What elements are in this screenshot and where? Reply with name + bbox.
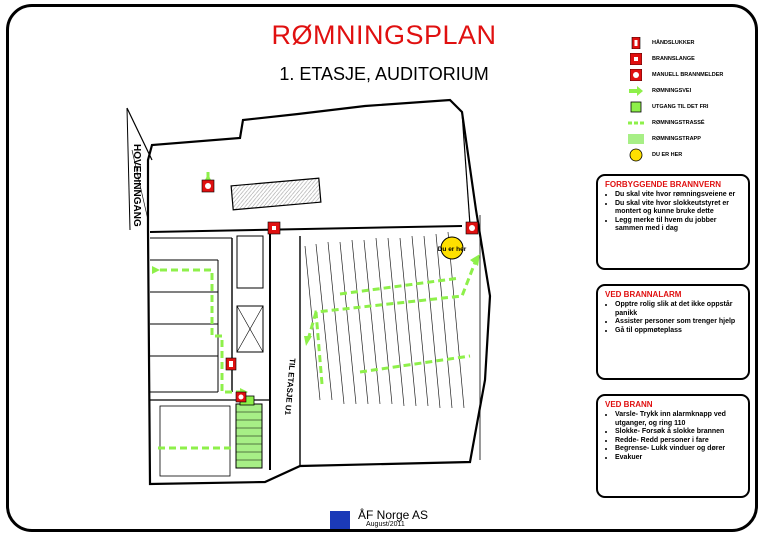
hand-extinguisher-marker	[225, 357, 237, 371]
manual-fire-alarm-marker-south	[235, 391, 247, 403]
legend-item: DU ER HER	[628, 148, 682, 162]
eu-flag-logo	[330, 511, 350, 529]
list-item: Varsle- Trykk inn alarmknapp ved utgange…	[615, 411, 742, 428]
plan-date: August/2011	[366, 521, 405, 528]
building-outline	[146, 98, 492, 486]
footer: ÅF Norge AS August/2011	[330, 508, 429, 530]
escape-stair-icon	[628, 133, 644, 145]
legend-label: MANUELL BRANNMELDER	[652, 72, 724, 78]
fire-hose-marker	[267, 221, 281, 235]
fire-list: Varsle- Trykk inn alarmknapp ved utgange…	[605, 411, 742, 463]
alarm-title: VED BRANNALARM	[605, 290, 682, 299]
list-item: Du skal vite hvor slokkeutstyret er mont…	[615, 200, 742, 217]
stair-up-label: TIL ETASJE U1	[283, 358, 297, 416]
list-item: Legg merke til hvem du jobber sammen med…	[615, 217, 742, 234]
page-frame	[6, 4, 758, 532]
legend-item: BRANNSLANGE	[628, 52, 695, 66]
legend-label: BRANNSLANGE	[652, 56, 695, 62]
emergency-exit-icon	[628, 101, 644, 113]
interior-walls	[149, 111, 481, 477]
escape-route-arrow-icon	[628, 85, 644, 97]
main-entrance-label: HOVEDINNGANG	[131, 144, 142, 227]
list-item: Begrense- Lukk vinduer og dører	[615, 445, 742, 454]
escape-routes	[158, 172, 478, 450]
legend-label: RØMNINGSVEI	[652, 88, 692, 94]
list-item: Slokke- Forsøk å slokke brannen	[615, 428, 742, 437]
legend-item: UTGANG TIL DET FRI	[628, 100, 708, 114]
fire-hose-marker-east	[465, 221, 479, 235]
escape-path-icon	[628, 117, 644, 129]
fire-box: VED BRANN Varsle- Trykk inn alarmknapp v…	[596, 394, 750, 498]
list-item: Redde- Redd personer i fare	[615, 437, 742, 446]
you-are-here-icon	[628, 148, 644, 162]
hand-extinguisher-icon	[628, 37, 644, 49]
auditorium-seating	[304, 231, 465, 409]
prevention-list: Du skal vite hvor rømningsveiene er Du s…	[605, 191, 742, 234]
upper-staircase	[230, 177, 322, 211]
fire-hose-icon	[628, 53, 644, 65]
list-item: Gå til oppmøteplass	[615, 327, 742, 336]
legend-item: HÅNDSLUKKER	[628, 36, 694, 50]
footer-text: ÅF Norge AS August/2011	[358, 508, 429, 530]
fire-title: VED BRANN	[605, 400, 653, 409]
entrance-strip	[126, 107, 153, 231]
legend-item: RØMNINGSTRASSÉ	[628, 116, 705, 130]
manual-fire-alarm-icon	[628, 69, 644, 81]
legend-item: RØMNINGSVEI	[628, 84, 691, 98]
escape-staircase	[235, 403, 263, 469]
manual-fire-alarm-marker	[201, 179, 215, 193]
list-item: Assister personer som trenger hjelp	[615, 318, 742, 327]
alarm-list: Opptre rolig slik at det ikke oppstår pa…	[605, 301, 742, 335]
prevention-box: FORBYGGENDE BRANNVERN Du skal vite hvor …	[596, 174, 750, 270]
legend-label: RØMNINGSTRASSÉ	[652, 120, 705, 126]
list-item: Opptre rolig slik at det ikke oppstår pa…	[615, 301, 742, 318]
legend-item: RØMNINGSTRAPP	[628, 132, 701, 146]
page-subtitle: 1. ETASJE, AUDITORIUM	[279, 64, 489, 84]
you-are-here-marker: Du er her	[438, 236, 467, 260]
list-item: Evakuer	[615, 454, 742, 463]
page-title: RØMNINGSPLAN	[271, 20, 497, 50]
legend-label: RØMNINGSTRAPP	[652, 136, 701, 142]
legend-label: DU ER HER	[652, 152, 683, 158]
alarm-box: VED BRANNALARM Opptre rolig slik at det …	[596, 284, 750, 380]
prevention-title: FORBYGGENDE BRANNVERN	[605, 180, 722, 189]
you-are-here-label: Du er her	[438, 246, 467, 253]
list-item: Du skal vite hvor rømningsveiene er	[615, 191, 742, 200]
company-name: ÅF Norge AS	[358, 508, 429, 522]
legend-label: HÅNDSLUKKER	[652, 40, 695, 46]
legend-label: UTGANG TIL DET FRI	[652, 104, 709, 110]
legend-item: MANUELL BRANNMELDER	[628, 68, 723, 82]
